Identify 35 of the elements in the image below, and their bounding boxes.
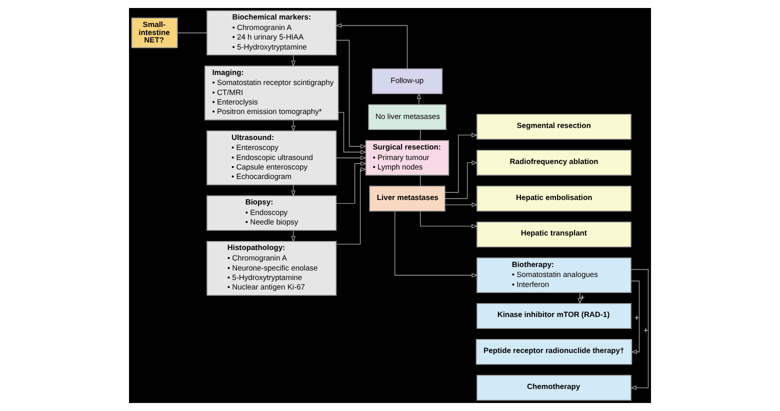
arrow [416,92,422,105]
arrow [338,112,367,154]
node-box: Segmental resection [476,114,632,140]
node-box: Hepatic transplant [476,222,632,248]
arrow [336,167,367,244]
connector [177,32,208,34]
arrow [336,156,367,160]
arrow [335,23,408,69]
node-box: Follow-up [372,68,443,94]
node-box: Kinase inhibitor mTOR (RAD-1) [476,303,632,329]
arrow [336,161,367,204]
node-box: Radiofrequency ablation [476,150,632,176]
node-box: Biotherapy: • Somatostatin analogues • Interferon [476,258,632,293]
node-box: Biochemical markers: • Chromogranin A • 24 h urinary 5-HIAA • 5-Hydroxytryptamine [206,10,337,56]
node-box: Peptide receptor radionuclide therapy† [476,339,632,365]
arrow [444,160,478,199]
node-box: Ultrasound: • Enteroscopy • Endoscopic ultrasound • Capsule enteroscopy • Echocardiogram [206,130,337,186]
arrow [444,202,478,207]
node-box: Histopathology: • Chromogranin A • Neurone-specific enolase • 5-Hydroxytryptamine • Nuclear antigen Ki-67 [206,240,337,296]
arrow [420,210,478,228]
node-box: Liver metastases [369,186,446,212]
node-box: Hepatic embolisation [476,186,632,212]
node-box: Chemotherapy [476,374,632,401]
arrow [630,280,640,354]
connector [420,174,421,186]
arrow [444,132,478,193]
node-box: Imaging: • Somatostatin receptor scintigraphy • CT/MRI • Enteroclysis • Positron emission tomography* [204,66,339,120]
node-box: Biopsy: • Endoscopy • Needle biopsy [206,195,337,231]
node-box: No liver metasases [368,104,446,130]
node-box: Surgical resection: • Primary tumour • Lymph nodes [365,140,450,176]
node-box: Small-intestine NET? [131,18,178,48]
connector [420,129,421,141]
arrow [630,269,649,390]
arrow [336,40,367,149]
arrow [394,210,478,278]
